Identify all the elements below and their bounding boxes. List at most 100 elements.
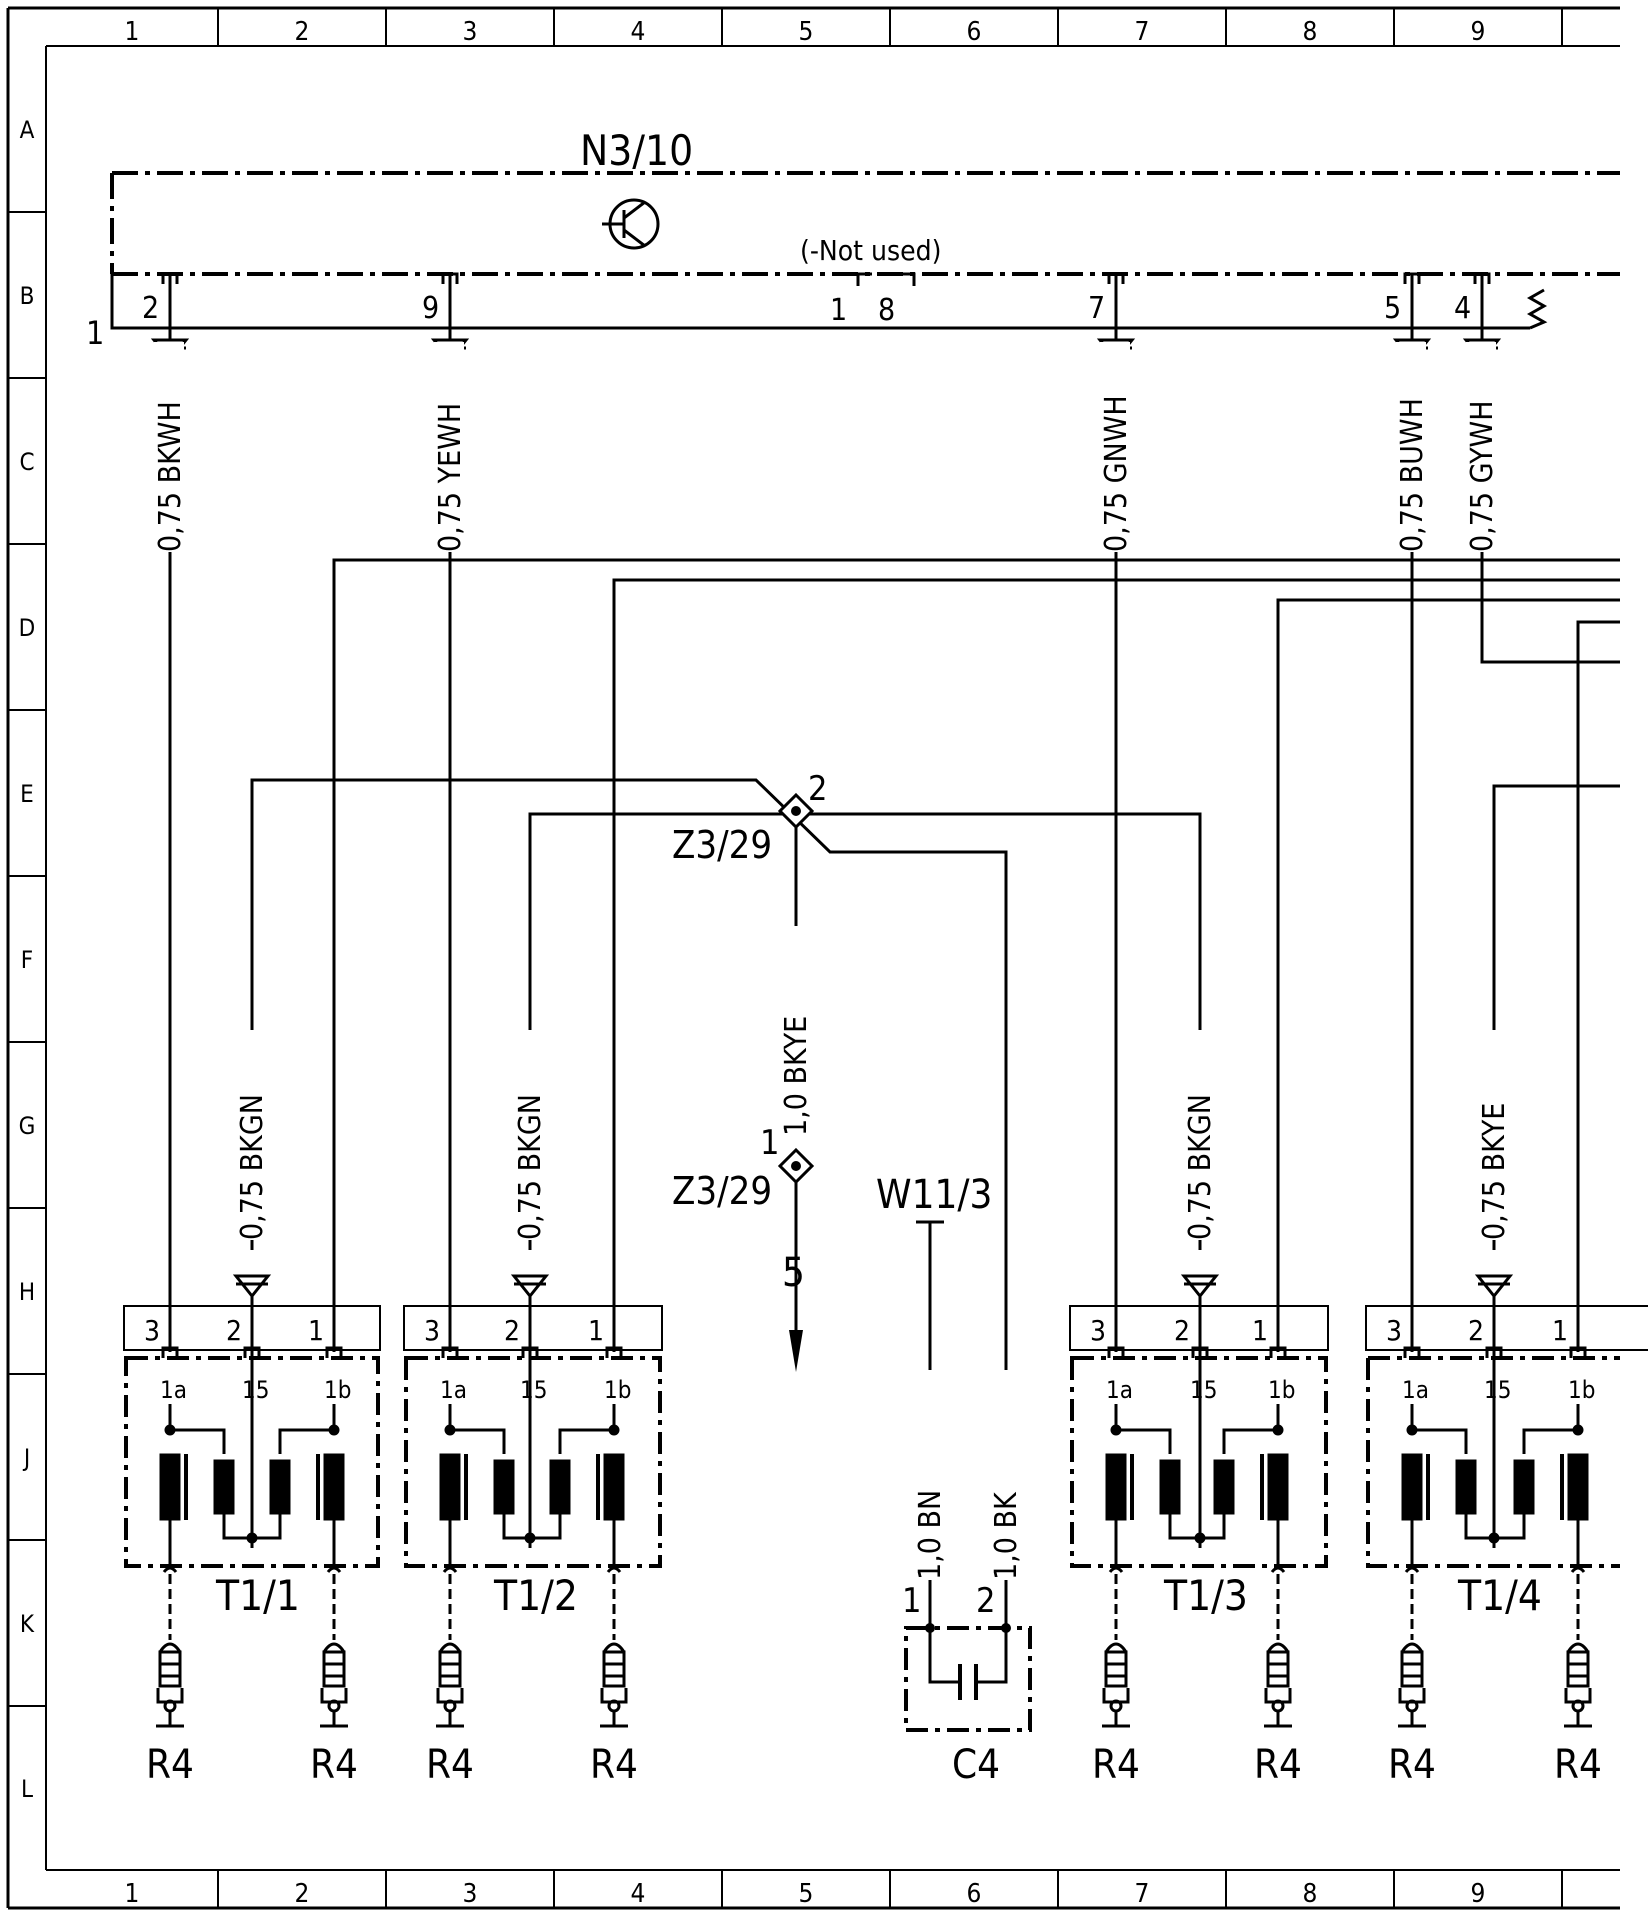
spark-plug-icon — [320, 1566, 348, 1728]
coil-terminal-label: 1b — [324, 1376, 351, 1404]
wire-label-bkwh: 0,75 BKWH — [153, 401, 188, 552]
column-label: 4 — [631, 1879, 646, 1909]
spark-plug-label: R4 — [426, 1742, 474, 1788]
coil-windings — [159, 1404, 345, 1568]
wire-label-bkgn: 0,75 BKGN — [513, 1094, 548, 1240]
spark-plug-label: R4 — [1554, 1742, 1602, 1788]
drawing-frame — [6, 6, 1620, 1910]
row-label: C — [19, 448, 34, 476]
wire-labels: 0,75 BKWH 0,75 YEWH 0,75 GNWH 0,75 BUWH 0,75… — [153, 342, 1512, 1580]
wire-label-bkye-main: 1,0 BKYE — [779, 1016, 814, 1136]
wire-arrow-icon — [1180, 1274, 1220, 1299]
column-label: 2 — [295, 1879, 310, 1909]
connector-label-bottom: Z3/29 — [672, 1169, 772, 1213]
ground-label: 1 — [86, 314, 104, 352]
column-label: 9 — [1471, 1879, 1486, 1909]
coil-terminal-label: 1a — [440, 1376, 467, 1404]
control-unit-label: N3/10 — [580, 126, 693, 175]
column-label: 7 — [1135, 17, 1150, 47]
wire-label-bn: 1,0 BN — [913, 1490, 948, 1580]
coil-terminal-label: 15 — [1484, 1376, 1511, 1404]
coil-terminal-label: 1a — [160, 1376, 187, 1404]
not-used-note: (-Not used) — [800, 234, 941, 267]
control-unit-pin-label: 7 — [1088, 291, 1105, 326]
wire-label-yewh: 0,75 YEWH — [433, 403, 468, 552]
coil-label: T1/1 — [215, 1571, 300, 1620]
coil-label: T1/4 — [1457, 1571, 1542, 1620]
spark-plug-icon — [156, 1566, 184, 1728]
wire-label-bkgn: 0,75 BKGN — [1183, 1094, 1218, 1240]
spark-plug-icon — [1398, 1566, 1426, 1728]
row-label: L — [21, 1775, 33, 1803]
capacitor-pin-2: 2 — [976, 1581, 995, 1621]
coil-pin-number: 3 — [424, 1314, 440, 1347]
column-label: 6 — [967, 1879, 982, 1909]
spark-plug-icon — [1102, 1566, 1130, 1728]
control-unit-n3-10: N3/10 (-Not used) 1 1 8 — [86, 126, 1620, 352]
column-label: 1 — [125, 17, 140, 47]
coil-terminal-label: 1a — [1106, 1376, 1133, 1404]
wire-label-gnwh: 0,75 GNWH — [1099, 395, 1134, 552]
coil-pin-number: 1 — [1552, 1314, 1568, 1347]
column-label: 8 — [1303, 1879, 1318, 1909]
ground-rail — [110, 274, 1548, 330]
wire-label-buwh: 0,75 BUWH — [1395, 398, 1430, 552]
spark-plug-icon — [1264, 1566, 1292, 1728]
column-label: 6 — [967, 17, 982, 47]
coil-pin-number: 2 — [226, 1314, 242, 1347]
coil-pin-number: 1 — [588, 1314, 604, 1347]
coil-windings — [1105, 1404, 1289, 1568]
coil-pin-number: 2 — [1174, 1314, 1190, 1347]
column-label: 3 — [463, 1879, 478, 1909]
coil-pin-number: 2 — [504, 1314, 520, 1347]
coil-terminal-label: 1b — [604, 1376, 631, 1404]
row-label: E — [20, 780, 34, 808]
coil-terminal-label: 1b — [1268, 1376, 1295, 1404]
row-label: F — [21, 946, 33, 974]
ignition-coils: 31a21511bT1/131a21511bT1/231a21511bT1/33… — [123, 1274, 1648, 1620]
control-unit-pin-label: 4 — [1454, 291, 1471, 326]
wire-label-bkye: 0,75 BKYE — [1477, 1103, 1512, 1240]
coil-pin-number: 3 — [1386, 1314, 1402, 1347]
coil-windings — [1401, 1404, 1589, 1568]
row-label: B — [20, 282, 35, 310]
unused-pin-stubs — [856, 272, 916, 286]
column-label: 5 — [799, 17, 814, 47]
coil-label: T1/3 — [1163, 1571, 1248, 1620]
row-label: A — [20, 116, 35, 144]
control-unit-pin-label: 5 — [1384, 291, 1401, 326]
spark-plug-label: R4 — [1388, 1742, 1436, 1788]
coil-label: T1/2 — [493, 1571, 578, 1620]
row-label: K — [20, 1610, 35, 1638]
capacitor-label: C4 — [952, 1742, 1000, 1788]
coil-pin-number: 3 — [144, 1314, 160, 1347]
pin-label-1: 1 — [830, 293, 847, 328]
column-label: 1 — [125, 1879, 140, 1909]
connector-z3-29: 2 Z3/29 1 Z3/29 5 — [672, 769, 827, 1372]
wire-arrow-icon — [232, 1274, 272, 1299]
shield-w11-3: W11/3 — [876, 1172, 992, 1440]
coil-terminal-label: 15 — [1190, 1376, 1217, 1404]
column-label: 9 — [1471, 17, 1486, 47]
spark-plug-icon — [600, 1566, 628, 1728]
transistor-icon — [602, 198, 660, 250]
connector-pin-2: 2 — [808, 769, 827, 809]
row-label: J — [22, 1444, 30, 1472]
spark-plug-label: R4 — [146, 1742, 194, 1788]
connector-label-top: Z3/29 — [672, 823, 772, 867]
coil-pin-number: 3 — [1090, 1314, 1106, 1347]
spark-plug-label: R4 — [1254, 1742, 1302, 1788]
capacitor-pin-1: 1 — [902, 1581, 921, 1621]
pin-label-8: 8 — [878, 293, 895, 328]
control-unit-pin-label: 9 — [422, 291, 439, 326]
row-label: G — [19, 1112, 36, 1140]
coil-terminal-label: 1a — [1402, 1376, 1429, 1404]
column-label: 7 — [1135, 1879, 1150, 1909]
